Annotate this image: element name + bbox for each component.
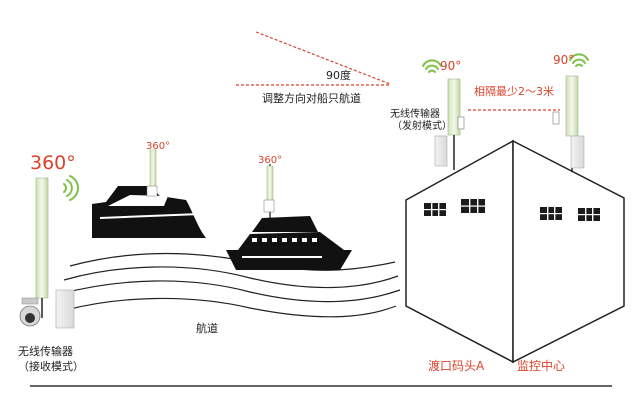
antenna-building-left	[434, 78, 465, 170]
transmitter-mode: （发射模式）	[392, 121, 452, 132]
adjust-angle-label: 90度	[326, 69, 351, 82]
channel-label: 航道	[196, 322, 218, 335]
antenna-receiver	[19, 177, 75, 329]
monitor-center-label: 监控中心	[517, 359, 566, 373]
building	[405, 139, 625, 364]
adjust-angle-triangle	[236, 31, 391, 86]
receiver-mode: （接收模式）	[18, 360, 84, 373]
transmitter-title: 无线传输器	[390, 109, 440, 120]
angle-label-building-left: 90°	[440, 59, 462, 73]
receiver-title: 无线传输器	[18, 345, 73, 358]
antenna-building-right	[552, 75, 585, 172]
angle-label-receiver: 360°	[30, 152, 76, 174]
adjust-direction-label: 调整方向对船只航道	[262, 92, 361, 105]
channel-waves	[59, 252, 401, 318]
spacing-label: 相隔最少2～3米	[474, 85, 554, 98]
signal-icons	[63, 53, 589, 201]
boat-cruise	[226, 164, 352, 270]
dock-label: 渡口码头A	[428, 359, 485, 373]
boat-yacht	[92, 149, 206, 238]
angle-label-building-right: 90°	[553, 53, 575, 67]
angle-label-yacht: 360°	[146, 141, 171, 152]
angle-label-cruise: 360°	[258, 155, 283, 166]
